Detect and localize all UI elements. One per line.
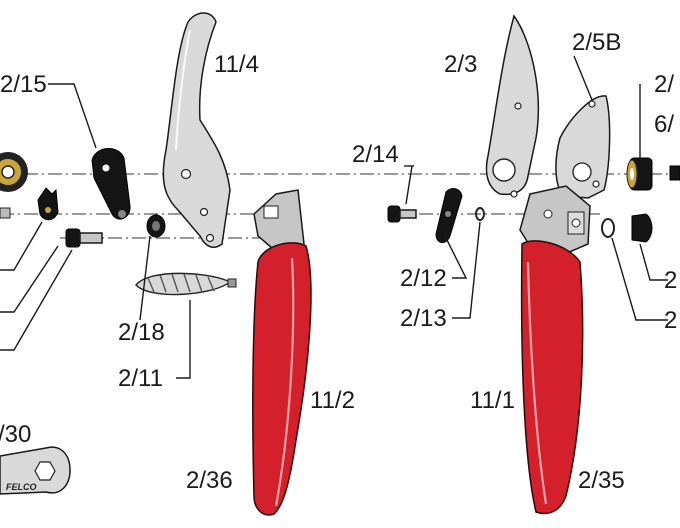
small-screw-part xyxy=(0,207,11,219)
label-11-4: 11/4 xyxy=(214,51,259,78)
label-6-cut: 6/ xyxy=(654,111,674,138)
gear-washer-part xyxy=(0,152,28,192)
label-30-cut: /30 xyxy=(0,421,31,448)
label-2-3: 2/3 xyxy=(444,51,477,78)
latch-part xyxy=(435,188,463,243)
label-2-cut-top: 2/ xyxy=(654,71,674,98)
label-2-12: 2/12 xyxy=(400,265,447,292)
label-2-5b: 2/5B xyxy=(572,29,621,56)
bolt-part xyxy=(65,228,103,248)
label-2-18: 2/18 xyxy=(118,319,165,346)
upper-blade-part xyxy=(162,12,231,249)
label-2-cut-mid: 2 xyxy=(664,267,677,294)
edge-part xyxy=(669,165,680,181)
wrench-tool: FELCO xyxy=(0,446,71,495)
wrench-brand-text: FELCO xyxy=(6,482,37,492)
nut-part xyxy=(146,214,166,238)
label-2-35: 2/35 xyxy=(578,467,625,494)
label-2-36: 2/36 xyxy=(186,467,233,494)
label-2-cut-low: 2 xyxy=(664,307,677,334)
black-nut-part xyxy=(631,213,653,243)
coil-spring-part xyxy=(135,272,237,296)
label-2-15: 2/15 xyxy=(0,71,47,98)
anvil-part xyxy=(555,95,611,199)
cutting-blade-part xyxy=(485,14,540,198)
label-11-1: 11/1 xyxy=(470,387,515,414)
label-2-11: 2/11 xyxy=(118,365,163,392)
label-2-14: 2/14 xyxy=(352,141,399,168)
black-cam-part xyxy=(91,148,131,220)
leader-lines xyxy=(0,55,668,379)
screw-2-14-part xyxy=(387,205,417,223)
small-washer-part xyxy=(475,207,485,221)
bent-clip-part xyxy=(37,187,59,221)
left-handle-part xyxy=(252,189,312,516)
label-11-2: 11/2 xyxy=(310,387,355,414)
ring-washer-part xyxy=(601,218,615,238)
bushing-part xyxy=(626,157,653,191)
right-handle-part xyxy=(519,185,591,515)
label-2-13: 2/13 xyxy=(400,305,447,332)
